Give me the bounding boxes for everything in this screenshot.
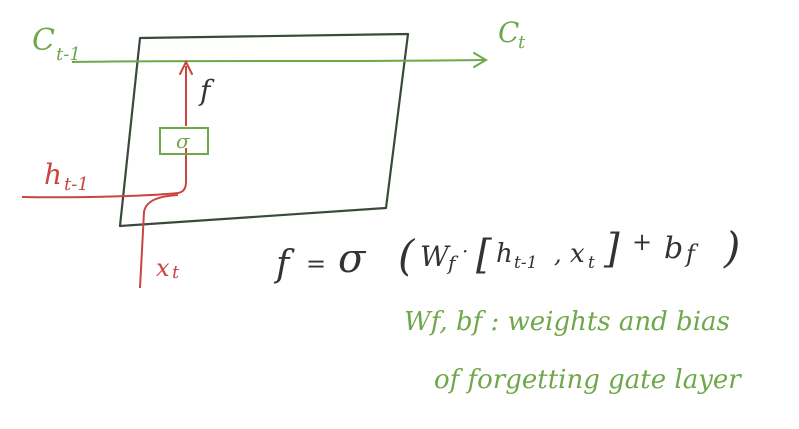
c-prev-subscript: t-1 xyxy=(56,44,81,65)
h-prev-subscript: t-1 xyxy=(64,174,89,195)
formula-plus: + xyxy=(632,228,652,256)
formula-b: b xyxy=(664,231,683,266)
c-prev-label: C xyxy=(32,23,55,58)
formula-x: x xyxy=(570,239,585,269)
formula-w: W xyxy=(420,240,451,273)
forget-gate-formula: f = σ ( W f · [ h t-1 , x t ] + b f ) xyxy=(273,223,740,285)
formula-h: h xyxy=(496,239,513,269)
cell-state-arrowhead xyxy=(473,52,488,68)
formula-sigma: σ xyxy=(338,236,367,282)
formula-x-subscript: t xyxy=(588,253,595,273)
c-next-label: C xyxy=(498,16,519,49)
formula-close-paren: ) xyxy=(723,223,740,272)
c-next-subscript: t xyxy=(518,32,526,53)
formula-open-bracket: [ xyxy=(476,232,492,278)
formula-dot: · xyxy=(462,239,468,263)
x-t-subscript: t xyxy=(172,262,180,283)
f-output-label: f xyxy=(198,74,215,107)
formula-h-subscript: t-1 xyxy=(514,253,537,273)
cell-state-line xyxy=(71,59,485,63)
cell-box xyxy=(118,32,410,228)
formula-open-paren: ( xyxy=(398,231,416,280)
x-t-label: x xyxy=(156,254,170,282)
formula-equals: = xyxy=(306,250,326,278)
formula-lhs: f xyxy=(273,244,295,285)
h-prev-label: h xyxy=(44,158,62,191)
sigma-gate-box xyxy=(159,127,209,155)
formula-comma: , xyxy=(554,240,562,268)
note-line-2: of forgetting gate layer xyxy=(434,365,742,395)
h-prev-line xyxy=(21,181,187,199)
formula-w-subscript: f xyxy=(446,251,459,275)
sigma-gate-label: σ xyxy=(176,129,191,153)
x-t-line xyxy=(139,194,179,289)
formula-close-bracket: ] xyxy=(603,226,620,272)
gate-output-arrowhead xyxy=(179,59,193,75)
formula-b-subscript: f xyxy=(684,240,699,268)
note-line-1: Wf, bf : weights and bias xyxy=(404,307,730,337)
